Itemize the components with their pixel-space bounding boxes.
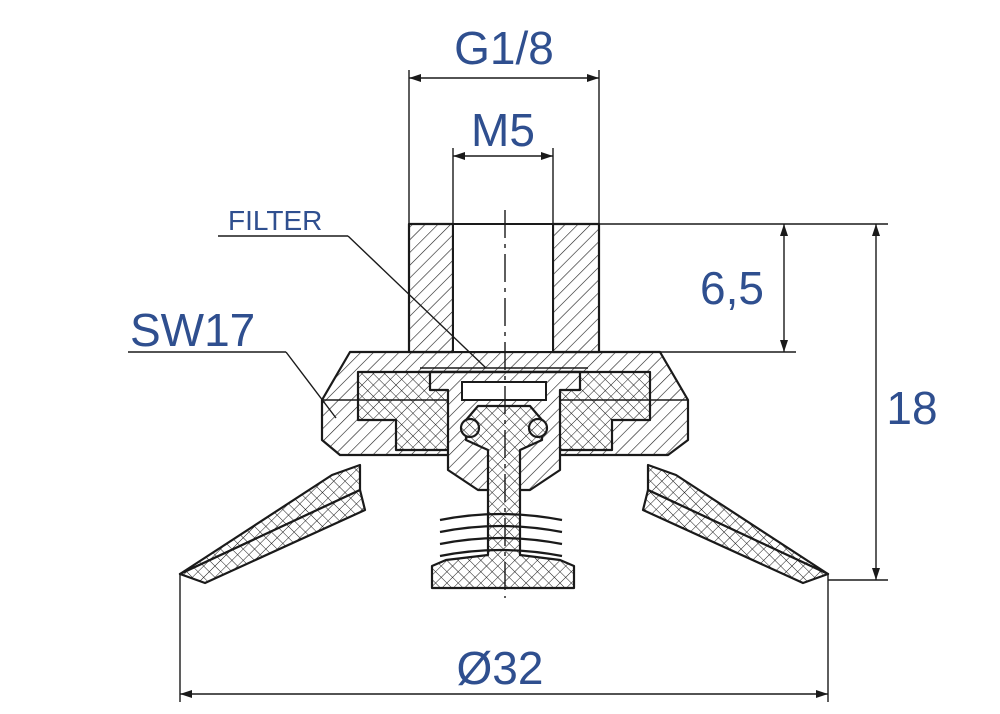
- dimension-6-5: 6,5: [599, 223, 888, 353]
- suction-cup-lip: [178, 463, 830, 585]
- label-6-5: 6,5: [700, 262, 764, 314]
- label-m5: M5: [471, 104, 535, 156]
- label-filter: FILTER: [228, 205, 322, 236]
- valve-stem: [430, 404, 576, 590]
- dimension-18: 18: [828, 224, 938, 581]
- dimension-g18: G1/8: [408, 22, 600, 224]
- dimension-diameter-32: Ø32: [179, 574, 829, 702]
- label-g18: G1/8: [454, 22, 554, 74]
- threaded-fitting-g18: [407, 222, 601, 354]
- dimension-m5: M5: [452, 104, 554, 224]
- label-18: 18: [886, 382, 937, 434]
- label-diameter-32: Ø32: [457, 642, 544, 694]
- label-sw17: SW17: [130, 304, 255, 356]
- leader-filter: FILTER: [218, 205, 487, 369]
- spring: [439, 512, 563, 558]
- leader-sw17: SW17: [128, 304, 337, 419]
